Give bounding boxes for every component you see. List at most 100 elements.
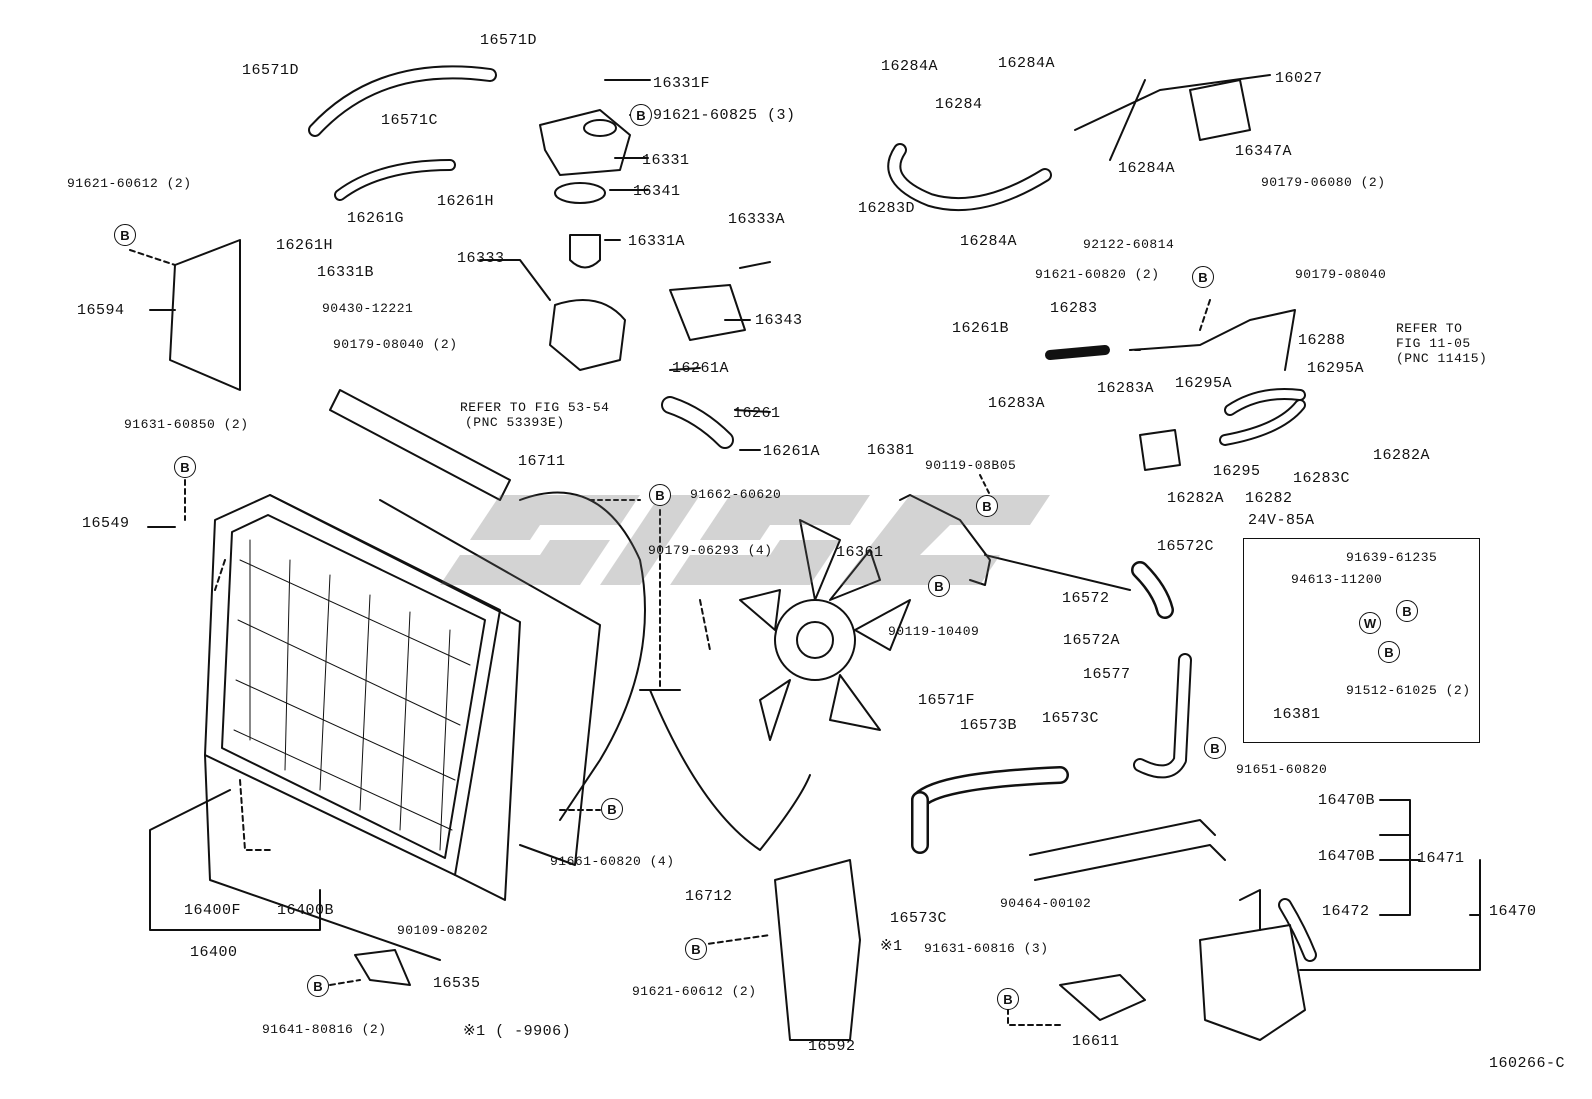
part-label: 16400	[190, 944, 238, 961]
part-label: 16331	[642, 152, 690, 169]
bolt-symbol-icon: B	[976, 495, 998, 517]
part-label: 16571D	[480, 32, 538, 49]
part-label: 16400B	[277, 902, 335, 919]
part-label: 90179-08040	[1295, 267, 1387, 282]
bracket-16611	[1059, 974, 1146, 1021]
bolt-symbol-icon: B	[630, 104, 652, 126]
part-label: 91631-60816 (3)	[924, 941, 1049, 956]
part-label: 16341	[633, 183, 681, 200]
bolt-symbol-icon: B	[174, 456, 196, 478]
bolt-symbol-icon: B	[1378, 641, 1400, 663]
part-label: 16282	[1245, 490, 1293, 507]
part-label: 90119-10409	[888, 624, 980, 639]
footnote-marker: ※1	[880, 938, 903, 955]
part-label: 16573C	[890, 910, 948, 927]
part-label: 91631-60850 (2)	[124, 417, 249, 432]
bolt-symbol-icon: B	[928, 575, 950, 597]
part-label: 90179-06080 (2)	[1261, 175, 1386, 190]
part-label: 16283C	[1293, 470, 1351, 487]
part-label: 16331F	[653, 75, 711, 92]
part-label: 16577	[1083, 666, 1131, 683]
left-shield	[169, 239, 241, 391]
part-label: 16283A	[988, 395, 1046, 412]
part-label: 16571C	[381, 112, 439, 129]
part-label: 90464-00102	[1000, 896, 1092, 911]
part-label: 91621-60612 (2)	[67, 176, 192, 191]
part-label: 90109-08202	[397, 923, 489, 938]
part-label: 16572C	[1157, 538, 1215, 555]
part-label: 16283D	[858, 200, 916, 217]
part-label: 90179-08040 (2)	[333, 337, 458, 352]
part-label: 90430-12221	[322, 301, 414, 316]
part-label: 16261H	[437, 193, 495, 210]
part-label: 16549	[82, 515, 130, 532]
part-label: 16288	[1298, 332, 1346, 349]
bolt-symbol-icon: B	[997, 988, 1019, 1010]
part-label: 16572	[1062, 590, 1110, 607]
part-label: 16331A	[628, 233, 686, 250]
part-label: 16284	[935, 96, 983, 113]
part-label: 16470B	[1318, 792, 1376, 809]
inset-title: 24V-85A	[1248, 512, 1315, 529]
fan-drawing	[739, 519, 911, 741]
part-label: 16711	[518, 453, 566, 470]
part-label: 16333A	[728, 211, 786, 228]
part-label: 16333	[457, 250, 505, 267]
bolt-symbol-icon: B	[601, 798, 623, 820]
bolt-symbol-icon: B	[1204, 737, 1226, 759]
lower-shield	[774, 859, 861, 1041]
lower-shroud	[649, 689, 811, 851]
part-label: 16282A	[1167, 490, 1225, 507]
radiator-drawing	[204, 494, 601, 961]
refer-note-line: FIG 11-05	[1396, 336, 1471, 351]
part-label: 91512-61025 (2)	[1346, 683, 1471, 698]
part-label: 16573B	[960, 717, 1018, 734]
refer-note-line: (PNC 11415)	[1396, 351, 1488, 366]
part-label: 16343	[755, 312, 803, 329]
watermark-logo	[440, 495, 1050, 585]
part-label: 16284A	[998, 55, 1056, 72]
part-label: 16261A	[672, 360, 730, 377]
part-label: 16470B	[1318, 848, 1376, 865]
part-label: 90179-06293 (4)	[648, 543, 773, 558]
part-label: 16261	[733, 405, 781, 422]
washer-symbol-icon: W	[1359, 612, 1381, 634]
part-label: 91662-60620	[690, 487, 782, 502]
shroud-drawing	[329, 389, 646, 821]
diagram-id: 160266-C	[1489, 1055, 1566, 1072]
refer-note-line: (PNC 53393E)	[465, 415, 565, 430]
part-label: 16571F	[918, 692, 976, 709]
part-label: 16572A	[1063, 632, 1121, 649]
part-label: 16284A	[881, 58, 939, 75]
part-label: 91661-60820 (4)	[550, 854, 675, 869]
part-label: 16470	[1489, 903, 1537, 920]
part-label: 16381	[867, 442, 915, 459]
bolt-symbol-icon: B	[649, 484, 671, 506]
part-label: 16472	[1322, 903, 1370, 920]
part-label: 16347A	[1235, 143, 1293, 160]
part-label: 16261B	[952, 320, 1010, 337]
part-label: 94613-11200	[1291, 572, 1383, 587]
part-label: 16381	[1273, 706, 1321, 723]
part-label: 16295A	[1307, 360, 1365, 377]
part-label: 16027	[1275, 70, 1323, 87]
part-label: 91621-60820 (2)	[1035, 267, 1160, 282]
footnote-range: ※1 ( -9906)	[463, 1023, 572, 1040]
part-label: 91621-60825 (3)	[653, 107, 796, 124]
part-label: 16471	[1417, 850, 1465, 867]
part-label: 91639-61235	[1346, 550, 1438, 565]
part-label: 90119-08B05	[925, 458, 1017, 473]
part-label: 16284A	[1118, 160, 1176, 177]
part-label: 16592	[808, 1038, 856, 1055]
part-label: 91651-60820	[1236, 762, 1328, 777]
part-label: 16282A	[1373, 447, 1431, 464]
part-label: 16284A	[960, 233, 1018, 250]
bolt-symbol-icon: B	[685, 938, 707, 960]
part-label: 16573C	[1042, 710, 1100, 727]
part-label: 16283	[1050, 300, 1098, 317]
part-label: 91641-80816 (2)	[262, 1022, 387, 1037]
part-label: 16571D	[242, 62, 300, 79]
bolt-symbol-icon: B	[1396, 600, 1418, 622]
part-label: 16295	[1213, 463, 1261, 480]
